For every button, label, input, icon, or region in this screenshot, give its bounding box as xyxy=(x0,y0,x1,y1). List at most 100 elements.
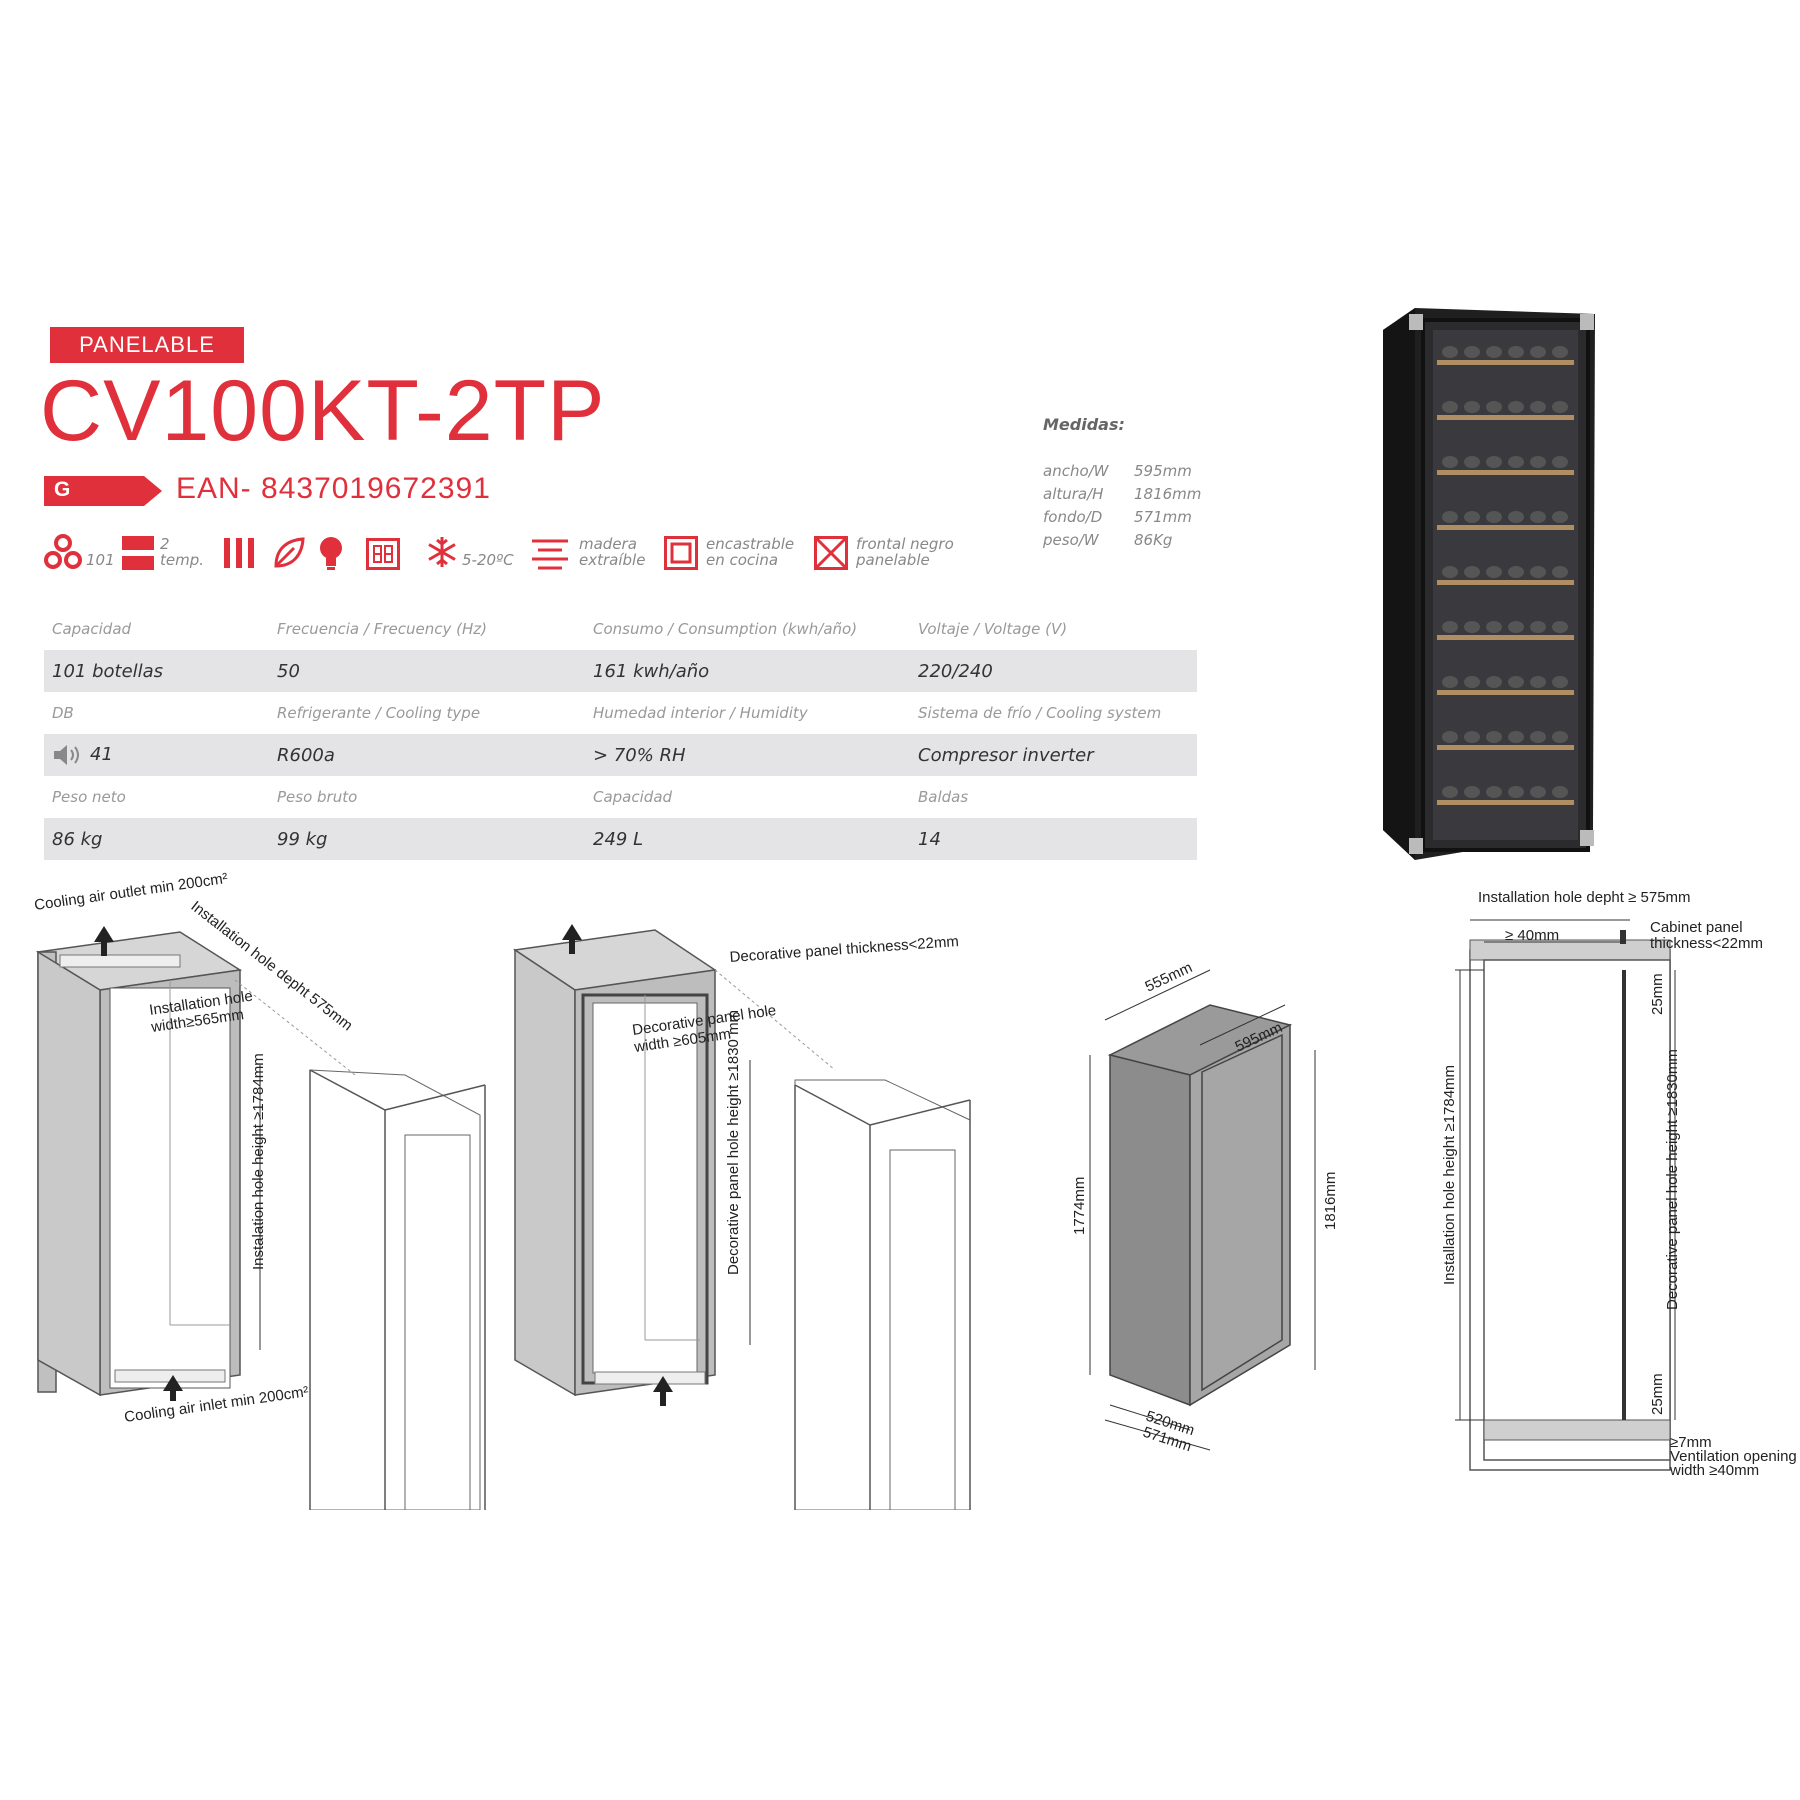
bottle xyxy=(1464,621,1480,633)
bottle xyxy=(1464,346,1480,358)
gap-label: ≥ 40mm xyxy=(1505,927,1559,944)
bottle xyxy=(1508,566,1524,578)
cabinet-panel-label-2: thickness<22mm xyxy=(1650,935,1763,952)
spec-value: 86 kg xyxy=(52,828,103,850)
panel-height-label: Decorative panel hole height ≥1830mm xyxy=(1664,1049,1681,1310)
right-height-label: 1816mm xyxy=(1322,1172,1339,1230)
decorative-panel-diagram: Decorative panel thickness<22mm Decorati… xyxy=(512,924,971,1510)
bottle xyxy=(1530,731,1546,743)
energy-class-arrow-icon xyxy=(44,476,162,506)
spec-header: Sistema de frío / Cooling system xyxy=(918,704,1162,722)
shelf xyxy=(1437,800,1574,805)
wood-label-1: madera xyxy=(579,535,637,553)
front-label-1: frontal negro xyxy=(856,535,954,553)
leaf-icon xyxy=(274,537,305,568)
wood-label-2: extraíble xyxy=(579,551,646,569)
spec-value: 41 xyxy=(90,744,113,765)
temp-range: 5-20ºC xyxy=(462,551,514,569)
spec-table: Capacidad Frecuencia / Frecuency (Hz) Co… xyxy=(44,608,1197,860)
spec-header: Frecuencia / Frecuency (Hz) xyxy=(277,620,487,638)
spec-value-row: 41 R600a > 70% RH Compresor inverter xyxy=(44,734,1197,776)
spec-value: 99 kg xyxy=(277,828,328,850)
spec-value: 161 kwh/año xyxy=(593,660,710,682)
bottle xyxy=(1464,731,1480,743)
vent-label-3: width ≥40mm xyxy=(1669,1462,1759,1479)
bottle xyxy=(1442,566,1458,578)
measure-row: peso/W 86Kg xyxy=(1043,531,1243,554)
display-icon xyxy=(366,538,400,570)
vent-label-2: Ventilation opening xyxy=(1670,1448,1797,1465)
spec-value-row: 86 kg 99 kg 249 L 14 xyxy=(44,818,1197,860)
measure-row: ancho/W 595mm xyxy=(1043,462,1243,485)
bottle xyxy=(1508,621,1524,633)
bottle xyxy=(1464,456,1480,468)
bottle xyxy=(1486,731,1502,743)
shelf xyxy=(1437,525,1574,530)
bottle xyxy=(1486,676,1502,688)
bottle xyxy=(1442,786,1458,798)
inlet-label: Cooling air inlet min 200cm² xyxy=(123,1383,309,1426)
thickness-label: Decorative panel thickness<22mm xyxy=(729,933,959,966)
bottle xyxy=(1464,401,1480,413)
bottle xyxy=(1464,566,1480,578)
spec-value: > 70% RH xyxy=(593,744,686,766)
temps-count: 2 xyxy=(160,535,170,553)
measure-label: peso/W xyxy=(1043,531,1099,549)
shelf xyxy=(1437,745,1574,750)
temps-unit: temp. xyxy=(160,551,205,569)
spec-header: Peso neto xyxy=(52,788,126,806)
bottle xyxy=(1442,676,1458,688)
model-title: CV100KT-2TP xyxy=(40,363,606,459)
bottle xyxy=(1442,346,1458,358)
panelable-badge: PANELABLE xyxy=(50,327,244,363)
bottle xyxy=(1442,511,1458,523)
bottles-count: 101 xyxy=(86,551,115,569)
bottle xyxy=(1530,456,1546,468)
spec-value-row: 101 botellas 50 161 kwh/año 220/240 xyxy=(44,650,1197,692)
shelves-icon xyxy=(532,539,568,570)
feature-icons: 101 2 temp. 5-20ºC xyxy=(44,534,994,574)
spec-value: Compresor inverter xyxy=(918,744,1094,766)
measure-label: fondo/D xyxy=(1043,508,1103,526)
bottle xyxy=(1442,401,1458,413)
spec-header: Consumo / Consumption (kwh/año) xyxy=(593,620,858,638)
cabinet-panel-label-1: Cabinet panel xyxy=(1650,919,1743,936)
measure-value: 1816mm xyxy=(1134,485,1202,503)
spec-header: Humedad interior / Humidity xyxy=(593,704,808,722)
bottle xyxy=(1552,676,1568,688)
measure-value: 595mm xyxy=(1134,462,1192,480)
bottle xyxy=(1552,456,1568,468)
bottle xyxy=(1464,786,1480,798)
bottle xyxy=(1486,786,1502,798)
bottle xyxy=(1486,456,1502,468)
front-label-2: panelable xyxy=(856,551,930,569)
measure-row: altura/H 1816mm xyxy=(1043,485,1243,508)
spec-header: Peso bruto xyxy=(277,788,358,806)
bottle xyxy=(1552,511,1568,523)
bottom-gap-label: 25mm xyxy=(1649,1373,1666,1415)
bottle xyxy=(1508,346,1524,358)
bottle xyxy=(1464,676,1480,688)
bottle xyxy=(1530,676,1546,688)
panel-icon xyxy=(814,536,848,570)
spec-header-row: Capacidad Frecuencia / Frecuency (Hz) Co… xyxy=(44,608,1197,650)
bottle xyxy=(1508,676,1524,688)
shelf xyxy=(1437,360,1574,365)
bottle xyxy=(1530,401,1546,413)
height-label: Instalation hole height ≥1784mm xyxy=(250,1053,267,1270)
spec-header: Voltaje / Voltage (V) xyxy=(918,620,1068,638)
spec-value: R600a xyxy=(277,744,335,766)
bottle xyxy=(1486,566,1502,578)
spec-header-row: DB Refrigerante / Cooling type Humedad i… xyxy=(44,692,1197,734)
spec-header: Capacidad xyxy=(52,620,132,638)
bottle xyxy=(1508,731,1524,743)
installation-hole-diagram: Cooling air outlet min 200cm² Installati… xyxy=(33,870,486,1510)
panel-height-label: Decorative panel hole height ≥1830 mm xyxy=(725,1010,742,1275)
measure-label: ancho/W xyxy=(1043,462,1109,480)
bottle xyxy=(1508,511,1524,523)
bottle xyxy=(1552,786,1568,798)
bottle xyxy=(1530,566,1546,578)
bars-icon xyxy=(224,538,254,568)
shelf xyxy=(1437,470,1574,475)
bottle xyxy=(1530,786,1546,798)
